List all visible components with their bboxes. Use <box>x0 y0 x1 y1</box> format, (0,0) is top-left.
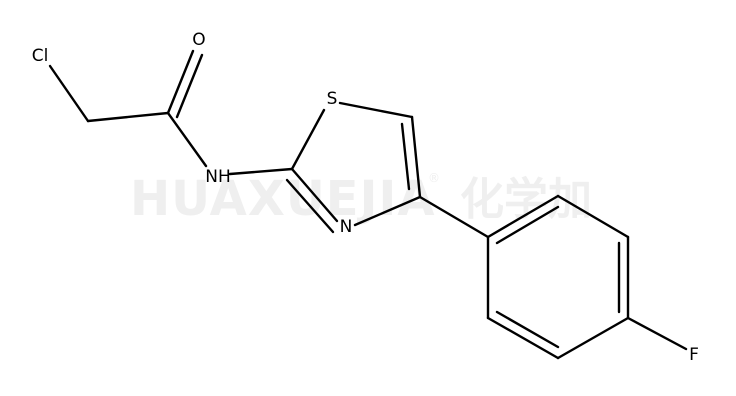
bond-carbonyl-nh <box>166 111 208 168</box>
atom-label-nh: NH <box>205 167 231 187</box>
bond-ph-c5-c6 <box>486 316 560 360</box>
watermark: HUAXUEJIA ® 化学加 <box>130 171 592 227</box>
bond-carbonyl-o-1 <box>166 49 195 115</box>
bond-ph-c1-c2 <box>486 194 560 239</box>
bond-c4-phenyl <box>418 195 490 239</box>
atom-labels: Cl O NH S N F <box>32 30 699 365</box>
watermark-cjk-text: 化学加 <box>460 174 592 225</box>
bond-c5-c4-1 <box>410 115 422 199</box>
bond-cl-ch2 <box>48 64 90 123</box>
watermark-registered-mark: ® <box>428 171 440 185</box>
atom-label-s: S <box>327 89 338 109</box>
atom-label-f: F <box>689 345 699 365</box>
bond-n-c2-2 <box>285 178 335 234</box>
bond-ph-c4-c5 <box>556 316 630 360</box>
bond-nh-thiazole-c2 <box>228 167 294 176</box>
bond-c2-s <box>290 108 326 171</box>
bond-ph-f <box>626 316 688 351</box>
watermark-latin-text: HUAXUEJIA <box>130 171 435 227</box>
bond-ph-c2-c3 <box>556 194 630 239</box>
bond-ph-c5-c6-inner <box>495 310 560 349</box>
bond-ph-c1-c2-inner <box>495 205 560 245</box>
atom-label-n: N <box>340 217 353 237</box>
bond-s-c5 <box>338 101 414 119</box>
bond-carbonyl-o-2 <box>175 53 204 119</box>
bond-n-c2-1 <box>290 167 339 223</box>
atom-label-cl: Cl <box>32 46 49 66</box>
bond-c5-c4-2 <box>400 122 411 191</box>
bonds <box>48 49 688 360</box>
bond-ch2-carbonyl <box>86 111 170 123</box>
bond-c4-n <box>353 195 422 227</box>
atom-label-o: O <box>192 30 205 50</box>
